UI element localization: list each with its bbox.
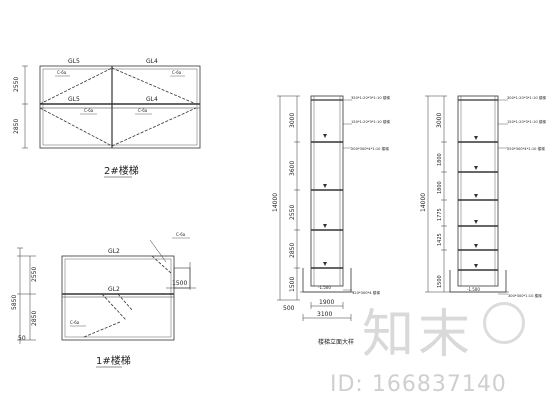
stair-arrow-icon [474, 136, 478, 140]
stair-arrow-icon [323, 184, 327, 188]
dimension-label: 2850 [13, 119, 20, 134]
stair-arrow-icon [474, 166, 478, 170]
stair-1-flight [117, 293, 133, 311]
note-label: 320*300*4 楼梯 [352, 290, 380, 295]
note-label: 300*300*1:10 楼梯 [508, 293, 542, 298]
dimension-label: 2550 [13, 77, 20, 92]
dimension-label: 1800 [437, 181, 443, 194]
stair-arrow-icon [323, 262, 327, 266]
stair-2-outline [39, 65, 201, 149]
level-mark: -1.500 [467, 287, 480, 292]
beam-label: GL4 [146, 96, 158, 103]
dimension-label: 3000 [289, 113, 296, 128]
note-label: 150*1:20*3*1:10 楼梯 [507, 119, 546, 124]
note-label: C-6a [176, 232, 186, 237]
dimension-label: 14000 [272, 193, 279, 212]
dimension-label: 1800 [437, 153, 443, 166]
dimension-label: 14000 [420, 193, 427, 212]
dimension-label: 1425 [437, 233, 443, 246]
note-label: 150*1:20*3*1:10 楼梯 [351, 119, 390, 124]
dimension-label: 1500 [172, 280, 187, 287]
elevation-b [425, 95, 509, 295]
beam-label: GL5 [68, 96, 80, 103]
note-label: C-6a [70, 320, 80, 325]
dimension-label: 5850 [11, 295, 18, 310]
stair-arrow-icon [474, 244, 478, 248]
note-label: C-6a [57, 70, 67, 75]
dimension-label: 3100 [317, 311, 332, 318]
stair-arrow-icon [474, 194, 478, 198]
dimension-label: 50 [18, 335, 26, 342]
dimension-label: 2550 [289, 205, 296, 220]
drawing-title: 2#楼梯 [104, 164, 139, 177]
note-label: 200*300*4*1:10 楼梯 [351, 146, 389, 151]
beam-label: GL5 [68, 58, 80, 65]
note-label: 250*300*4*1:10 楼梯 [507, 146, 545, 151]
stair-1-flight [101, 293, 127, 321]
beam-label: GL4 [146, 58, 158, 65]
dimension-label: 2550 [31, 267, 38, 282]
watermark-circle-icon [483, 302, 525, 344]
elevation-a [277, 95, 354, 321]
stair-1-outline [61, 255, 175, 341]
beam-label: GL2 [108, 248, 120, 255]
note-label: 300*1:20*3*1:10 楼梯 [507, 95, 546, 100]
note-label: C-6a [138, 108, 148, 113]
note-label: 350*1:20*3*1:10 楼梯 [351, 95, 390, 100]
dimension-label: 3000 [436, 113, 443, 128]
drawing-title: 1#楼梯 [96, 354, 131, 367]
stair-arrow-icon [323, 134, 327, 138]
watermark-logo: 知末 [362, 305, 475, 365]
dimension-label: 2850 [31, 311, 38, 326]
stair-arrow-icon [474, 220, 478, 224]
stair-2-plan [22, 65, 201, 149]
stair-2-inner-outline [42, 68, 198, 146]
beam-label: GL2 [108, 286, 120, 293]
watermark-id: ID: 166837140 [330, 372, 507, 397]
dimension-label: 3600 [289, 161, 296, 176]
stair-arrow-icon [474, 264, 478, 268]
dimension-label: 2850 [289, 243, 296, 258]
elevation-b-frame [457, 95, 499, 287]
note-label: C-6a [172, 70, 182, 75]
note-label: C-6a [84, 108, 94, 113]
stair-2-flight [111, 107, 197, 147]
stair-1-flight [151, 255, 173, 275]
stair-2-flight [39, 107, 113, 147]
dimension-label: 1900 [319, 299, 334, 306]
dimension-label: 1500 [437, 275, 443, 288]
stair-1-inner-outline [64, 258, 172, 338]
stair-arrow-icon [323, 224, 327, 228]
stair-2-flight [111, 67, 197, 105]
dimension-label: 1500 [289, 277, 296, 292]
drawing-caption: 楼梯立面大样 [318, 338, 354, 346]
stair-1-plan [17, 237, 196, 344]
elevation-a-frame [310, 95, 344, 287]
dimension-label: 1775 [437, 208, 443, 221]
level-mark: -1.500 [318, 285, 331, 290]
dimension-label: 500 [283, 305, 295, 312]
stair-1-flight [83, 321, 121, 338]
